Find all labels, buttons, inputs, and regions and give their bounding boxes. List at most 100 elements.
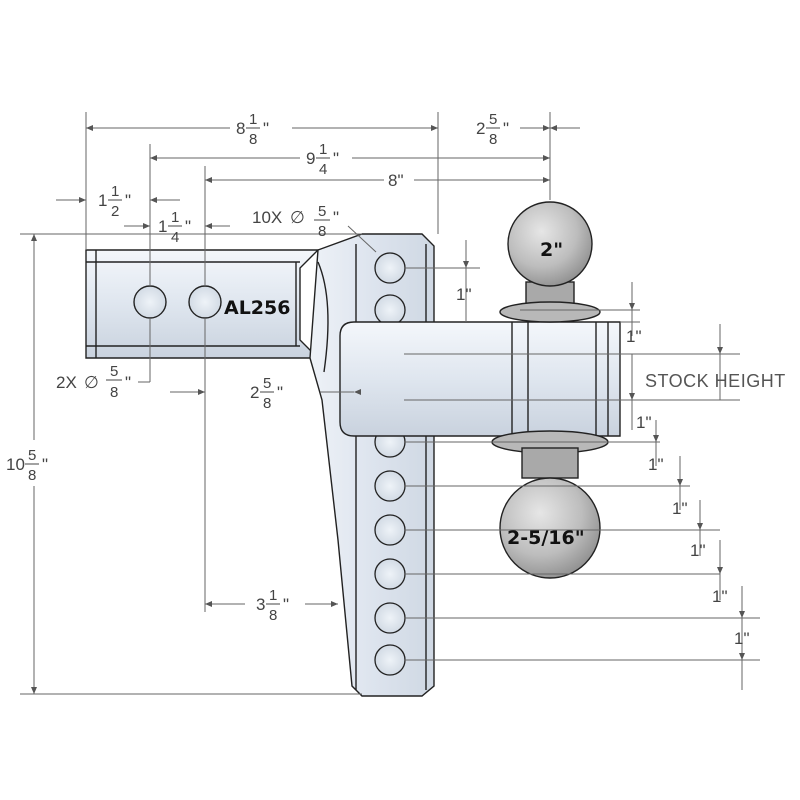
svg-text:": " — [125, 373, 131, 392]
dimension-arrow — [739, 611, 745, 618]
dimension-arrow — [543, 177, 550, 183]
svg-text:8: 8 — [110, 384, 118, 401]
svg-text:9: 9 — [306, 149, 315, 168]
svg-text:4: 4 — [171, 229, 179, 246]
svg-text:2: 2 — [250, 383, 259, 402]
dimension-arrow — [150, 155, 157, 161]
dim-label-one-inch: 1" — [636, 413, 652, 432]
svg-text:∅: ∅ — [84, 373, 99, 392]
dim-label-one-inch: 1" — [734, 629, 750, 648]
shaft-hole — [374, 558, 406, 590]
stock-height-label: STOCK HEIGHT — [645, 371, 786, 391]
model-label: AL256 — [224, 297, 290, 319]
dimension-arrow — [543, 155, 550, 161]
shaft-hole — [374, 602, 406, 634]
svg-text:5: 5 — [110, 363, 118, 380]
svg-text:8: 8 — [489, 131, 497, 148]
dim-label-one-inch: 1" — [690, 541, 706, 560]
svg-text:4: 4 — [319, 161, 327, 178]
dim-label-one-inch: 1" — [626, 327, 642, 346]
svg-text:1: 1 — [269, 587, 277, 604]
dimension-arrow — [79, 197, 86, 203]
bottom-ball-neck — [521, 447, 579, 479]
dimension-arrow — [739, 653, 745, 660]
hole-count-callout: 10X ∅ 5 8 " — [252, 203, 339, 240]
bottom-ball-size: 2-5/16" — [507, 527, 585, 549]
shank-hole-callout: 2X ∅ 5 8 " — [56, 363, 131, 401]
dimension-arrow — [205, 601, 212, 607]
svg-text:8: 8 — [263, 395, 271, 412]
top-ball — [507, 201, 593, 287]
svg-text:": " — [125, 191, 131, 210]
svg-text:": " — [283, 595, 289, 614]
svg-text:10: 10 — [6, 455, 25, 474]
dimension-arrow — [677, 479, 683, 486]
svg-text:1: 1 — [158, 217, 167, 236]
dim-label-one-inch: 1" — [456, 285, 472, 304]
svg-text:3: 3 — [256, 595, 265, 614]
dimension-lines — [20, 112, 760, 695]
dimension-arrow — [463, 261, 469, 268]
dimension-arrow — [629, 303, 635, 310]
svg-text:": " — [333, 208, 339, 227]
shaft-hole — [374, 470, 406, 502]
shaft-hole — [374, 252, 406, 284]
dimension-arrow — [717, 567, 723, 574]
svg-text:": " — [277, 383, 283, 402]
shaft-hole — [374, 644, 406, 676]
svg-text:8: 8 — [28, 467, 36, 484]
svg-text:1: 1 — [319, 141, 327, 158]
shank-hole — [133, 285, 167, 319]
svg-text:2X: 2X — [56, 373, 77, 392]
dimension-arrow — [653, 435, 659, 442]
dimension-arrow — [697, 523, 703, 530]
svg-text:": " — [263, 119, 269, 138]
top-ball-collar — [499, 301, 601, 323]
shaft-hole — [374, 294, 406, 326]
drop-shaft — [309, 233, 435, 697]
dimension-arrow — [205, 177, 212, 183]
svg-text:2: 2 — [476, 119, 485, 138]
ball-mount-bar — [339, 321, 621, 437]
svg-text:5: 5 — [489, 111, 497, 128]
svg-text:1: 1 — [249, 111, 257, 128]
dimension-arrow — [205, 223, 212, 229]
svg-text:1: 1 — [171, 209, 179, 226]
svg-text:8: 8 — [269, 607, 277, 624]
svg-text:": " — [185, 217, 191, 236]
dimension-arrow — [717, 347, 723, 354]
dimension-arrow — [431, 125, 438, 131]
dim-label-one-inch: 1" — [672, 499, 688, 518]
svg-text:8: 8 — [318, 223, 326, 240]
svg-text:5: 5 — [318, 203, 326, 220]
svg-text:5: 5 — [28, 447, 36, 464]
svg-text:": " — [333, 149, 339, 168]
svg-text:": " — [503, 119, 509, 138]
shank-hole — [188, 285, 222, 319]
bottom-ball — [499, 477, 601, 579]
dim-label-d-8: 8" — [388, 171, 404, 190]
svg-text:1: 1 — [111, 183, 119, 200]
svg-text:1: 1 — [98, 191, 107, 210]
dim-label-one-inch: 1" — [712, 587, 728, 606]
svg-text:5: 5 — [263, 375, 271, 392]
svg-text:8: 8 — [249, 131, 257, 148]
svg-text:∅: ∅ — [290, 208, 305, 227]
dimension-arrow — [543, 125, 550, 131]
svg-text:10X: 10X — [252, 208, 282, 227]
dimension-arrow — [550, 125, 557, 131]
dimension-arrow — [629, 393, 635, 400]
svg-text:2: 2 — [111, 203, 119, 220]
dim-label-one-inch: 1" — [648, 455, 664, 474]
